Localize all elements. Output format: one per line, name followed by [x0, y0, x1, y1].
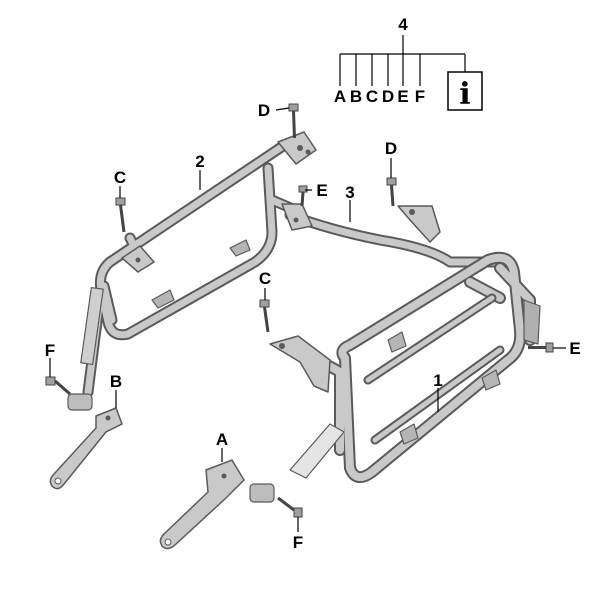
info-box [447, 71, 483, 111]
callout-part-3: 3 [345, 183, 354, 202]
group-letter-d: D [382, 87, 394, 106]
callout-c-left: C [114, 168, 126, 187]
callout-b: B [110, 372, 122, 391]
bolt-f-bottom [277, 496, 303, 518]
part-2-left-frame [80, 131, 317, 398]
callout-e-right: E [569, 339, 580, 358]
bolt-f-left [45, 376, 71, 396]
group-header: 4 A B C D E F i [334, 15, 483, 112]
callout-part-1: 1 [433, 371, 442, 390]
bracket-b [49, 393, 123, 490]
bracket-a [159, 459, 275, 550]
bolt-c-mid [259, 299, 270, 333]
group-letter-b: B [350, 87, 362, 106]
callout-c-mid: C [259, 269, 271, 288]
callout-d-top: D [258, 101, 270, 120]
callout-d-right: D [385, 139, 397, 158]
bolt-d-right [386, 177, 397, 207]
group-number: 4 [398, 15, 408, 34]
callout-e-top: E [316, 181, 327, 200]
callout-leaders [49, 107, 566, 532]
group-letter-c: C [366, 87, 378, 106]
part-1-right-frame [269, 251, 541, 484]
callout-f-bottom: F [293, 533, 303, 552]
group-letter-f: F [415, 87, 425, 106]
group-letter-a: A [334, 87, 346, 106]
callout-part-2: 2 [195, 152, 204, 171]
bolt-e-top [298, 185, 308, 207]
callout-a: A [216, 430, 228, 449]
group-letter-e: E [397, 87, 408, 106]
callout-f-left: F [45, 341, 55, 360]
bolt-c-left [115, 197, 126, 233]
bolt-d-top [288, 103, 299, 139]
part-3-cross-tube [281, 203, 506, 268]
info-icon: i [459, 77, 470, 112]
